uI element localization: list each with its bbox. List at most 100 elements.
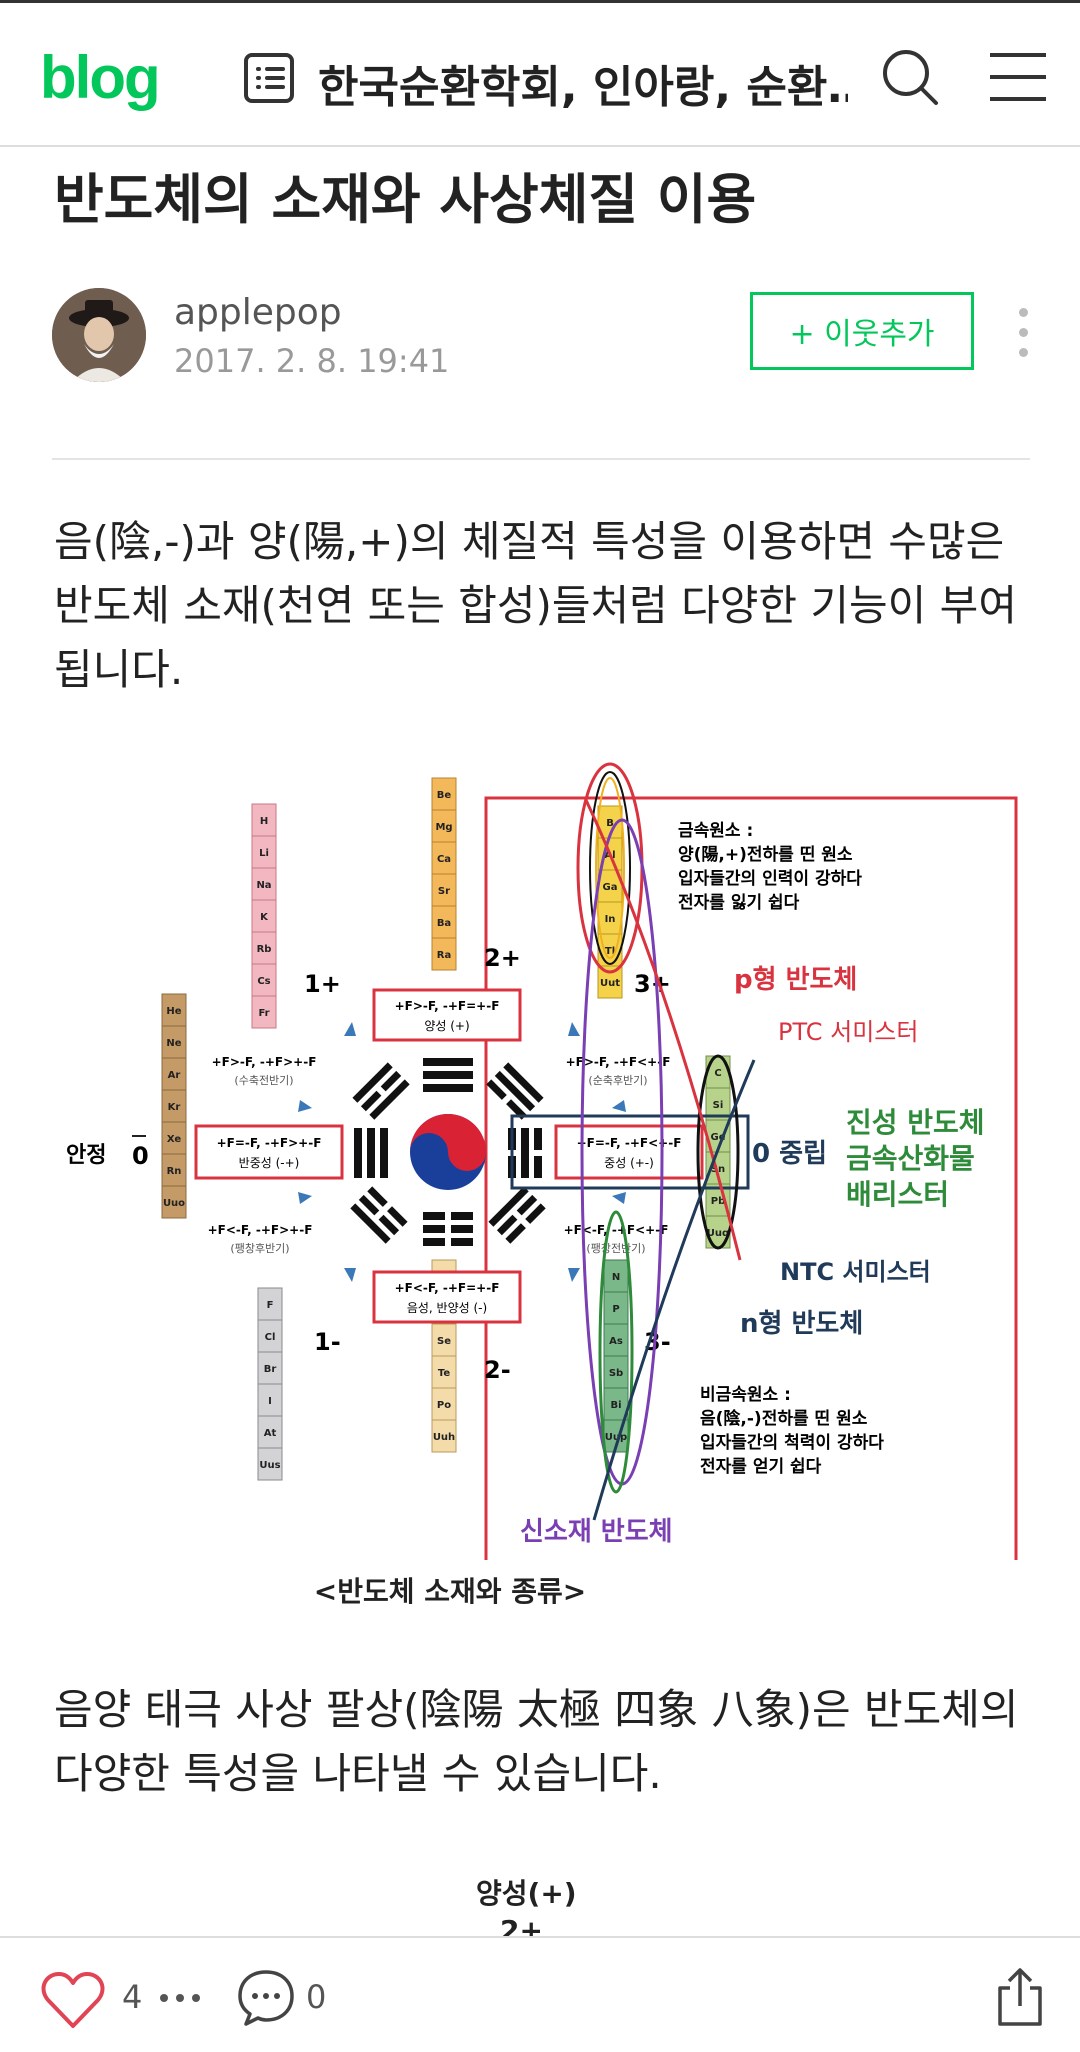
element-cell (431, 841, 457, 875)
element-symbol: C (714, 1068, 721, 1079)
element-cell (431, 873, 457, 907)
element-cell (251, 867, 277, 901)
element-cell (161, 1025, 187, 1059)
formula-diag-lr: +F<-F, -+F<+-F (564, 1223, 669, 1237)
element-cell (251, 835, 277, 869)
element-cell (161, 1121, 187, 1155)
blog-logo[interactable]: blog (40, 44, 161, 111)
formula-diag-ll-name: (팽창후반기) (230, 1242, 289, 1255)
formula-diag-lr-name: (팽창전반기) (586, 1242, 645, 1255)
element-cell (257, 1319, 283, 1353)
figure-caption: <반도체 소재와 종류> (313, 1575, 587, 1608)
label-1minus: 1- (314, 1328, 341, 1356)
element-symbol: Uup (605, 1432, 627, 1443)
element-symbol: Uuo (163, 1198, 185, 1209)
comment-count: 0 (306, 1978, 327, 2016)
element-symbol: N (612, 1272, 620, 1283)
element-symbol: Li (259, 848, 269, 859)
element-symbol: At (264, 1428, 277, 1439)
author-avatar[interactable] (52, 288, 146, 382)
element-cell (257, 1447, 283, 1481)
element-cell (257, 1287, 283, 1321)
label-2plus: 2+ (484, 944, 521, 972)
element-symbol: Bi (610, 1400, 621, 1411)
element-cell (251, 963, 277, 997)
element-symbol: Uuh (433, 1432, 455, 1443)
intrinsic-label-1: 진성 반도체 (846, 1106, 985, 1139)
metal-title: 금속원소 : (678, 821, 753, 841)
post-title: 반도체의 소재와 사상체질 이용 (54, 168, 757, 231)
share-icon[interactable] (996, 1966, 1044, 2028)
element-symbol: Sr (438, 886, 450, 897)
element-cell (603, 1355, 629, 1389)
next-figure-label: 양성(+) (476, 1877, 577, 1910)
nonmetal-line3: 전자를 얻기 쉽다 (700, 1456, 822, 1477)
hamburger-menu-icon[interactable] (990, 53, 1046, 101)
element-symbol: Rb (257, 944, 272, 955)
author-name[interactable]: applepop (174, 292, 342, 333)
element-symbol: Ge (711, 1132, 726, 1143)
element-symbol: P (612, 1304, 619, 1315)
add-neighbor-button[interactable]: + 이웃추가 (750, 292, 974, 370)
post-list-icon[interactable] (244, 53, 294, 103)
formula-center-right-name: 중성 (+-) (604, 1156, 654, 1170)
label-zero-neutral: 0 중립 (752, 1139, 827, 1169)
intrinsic-label-3: 배리스터 (846, 1178, 949, 1211)
element-symbol: K (260, 912, 269, 923)
element-cell (603, 1387, 629, 1421)
element-cell (431, 1355, 457, 1389)
formula-diag-ul-name: (수축전반기) (234, 1074, 293, 1087)
nonmetal-title: 비금속원소 : (700, 1385, 791, 1405)
element-cell (431, 1387, 457, 1421)
element-symbol: Pb (711, 1196, 726, 1207)
element-symbol: Cl (265, 1332, 276, 1343)
formula-diag-ur: +F>-F, -+F<+-F (566, 1055, 671, 1069)
element-cell (431, 1419, 457, 1453)
element-cell (161, 993, 187, 1027)
like-count: 4 (122, 1978, 143, 2016)
element-symbol: Ra (437, 950, 451, 961)
element-symbol: In (605, 914, 616, 925)
formula-yang: +F>-F, -+F=+-F (395, 999, 500, 1013)
element-symbol: Rn (167, 1166, 182, 1177)
comment-icon[interactable] (236, 1968, 296, 2028)
element-symbol: Po (437, 1400, 451, 1411)
element-cell (431, 777, 457, 811)
label-zero: 0 (132, 1142, 149, 1170)
element-symbol: Tl (605, 946, 615, 957)
element-symbol: Sb (609, 1368, 623, 1379)
element-cell (161, 1185, 187, 1219)
metal-line1: 양(陽,+)전하를 띤 원소 (678, 845, 853, 865)
search-icon[interactable] (880, 47, 940, 107)
formula-center-left-name: 반중성 (-+) (239, 1156, 300, 1170)
element-symbol: Se (437, 1336, 451, 1347)
element-symbol: Xe (167, 1134, 181, 1145)
element-symbol: Cs (257, 976, 270, 987)
element-cell (431, 809, 457, 843)
more-options-icon[interactable] (1014, 308, 1034, 358)
element-cell (257, 1383, 283, 1417)
like-more-icon[interactable] (160, 1994, 204, 2004)
element-symbol: I (268, 1396, 272, 1407)
element-symbol: Uus (259, 1460, 280, 1471)
label-3plus: 3+ (634, 970, 671, 998)
post-date: 2017. 2. 8. 19:41 (174, 342, 450, 380)
ptc-label: PTC 서미스터 (778, 1018, 918, 1046)
element-symbol: Mg (435, 822, 452, 833)
ntc-label: NTC 서미스터 (780, 1258, 931, 1286)
nonmetal-line2: 입자들간의 척력이 강하다 (700, 1433, 884, 1453)
label-2minus: 2- (484, 1356, 511, 1384)
blog-title[interactable]: 한국순환학회, 인아랑, 순환… (318, 62, 848, 113)
element-cell (431, 937, 457, 971)
metal-line2: 입자들간의 인력이 강하다 (678, 869, 862, 889)
divider (52, 458, 1030, 460)
like-heart-icon[interactable] (40, 1970, 106, 2030)
formula-yin-name: 음성, 반양성 (-) (407, 1301, 487, 1315)
element-symbol: H (260, 816, 268, 827)
element-symbol: Be (437, 790, 452, 801)
element-symbol: Uut (600, 978, 620, 989)
element-cell (597, 965, 623, 999)
formula-diag-ur-name: (순축후반기) (588, 1074, 647, 1087)
element-symbol: Kr (168, 1102, 181, 1113)
